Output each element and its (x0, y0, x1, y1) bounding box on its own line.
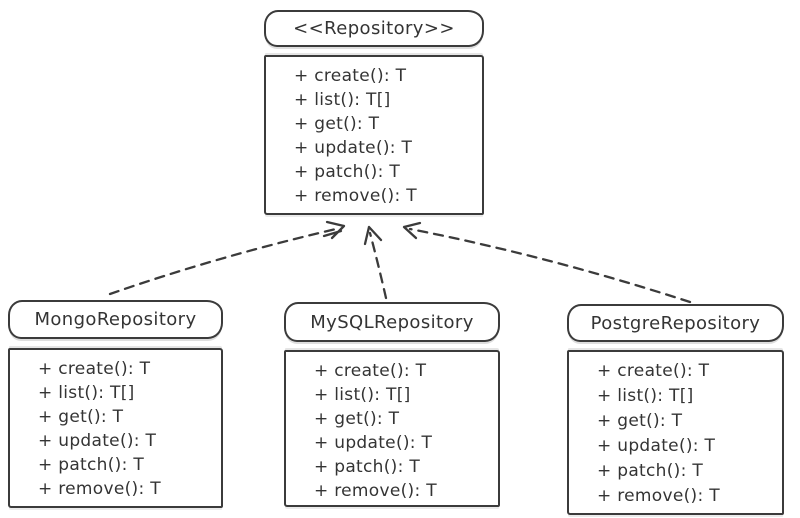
class-mysql-repository: MySQLRepository + create(): T + list(): … (284, 302, 500, 507)
class-methods: + create(): T + list(): T[] + get(): T +… (264, 55, 484, 215)
method-remove: + remove(): T (597, 486, 720, 506)
dashed-line (368, 231, 388, 300)
method-remove: + remove(): T (314, 481, 437, 501)
dashed-line (408, 227, 692, 304)
class-name: <<Repository>> (293, 18, 455, 39)
method-update: + update(): T (314, 433, 433, 453)
method-remove: + remove(): T (38, 479, 161, 499)
class-methods: + create(): T + list(): T[] + get(): T +… (8, 348, 223, 508)
class-methods: + create(): T + list(): T[] + get(): T +… (284, 350, 500, 507)
open-arrowhead-icon (402, 221, 422, 240)
method-list: + list(): T[] (314, 385, 411, 405)
method-update: + update(): T (294, 138, 413, 158)
method-create: + create(): T (294, 66, 407, 86)
class-name: MySQLRepository (310, 311, 474, 333)
method-create: + create(): T (597, 361, 710, 381)
open-arrowhead-icon (363, 225, 383, 246)
method-list: + list(): T[] (38, 383, 135, 403)
method-create: + create(): T (38, 359, 151, 379)
arrow-postgre-to-repository (402, 221, 692, 304)
method-update: + update(): T (38, 431, 157, 451)
arrow-mysql-to-repository (363, 225, 388, 300)
method-get: + get(): T (294, 114, 380, 134)
class-title: MySQLRepository (284, 302, 500, 342)
dashed-line (108, 227, 338, 296)
method-update: + update(): T (597, 436, 716, 456)
method-patch: + patch(): T (38, 455, 145, 475)
class-title: PostgreRepository (567, 304, 784, 342)
class-title: MongoRepository (8, 300, 223, 339)
method-patch: + patch(): T (314, 457, 421, 477)
class-title: <<Repository>> (264, 10, 484, 47)
open-arrowhead-icon (322, 220, 346, 240)
method-get: + get(): T (38, 407, 124, 427)
method-list: + list(): T[] (597, 386, 694, 406)
class-name: MongoRepository (34, 309, 197, 330)
class-mongo-repository: MongoRepository + create(): T + list(): … (8, 300, 223, 508)
method-remove: + remove(): T (294, 186, 417, 206)
arrow-mongo-to-repository (108, 220, 346, 296)
method-patch: + patch(): T (294, 162, 401, 182)
method-patch: + patch(): T (597, 461, 704, 481)
method-get: + get(): T (597, 411, 683, 431)
class-postgre-repository: PostgreRepository + create(): T + list()… (567, 304, 784, 515)
class-methods: + create(): T + list(): T[] + get(): T +… (567, 350, 784, 515)
class-name: PostgreRepository (590, 312, 761, 334)
method-list: + list(): T[] (294, 90, 391, 110)
method-get: + get(): T (314, 409, 400, 429)
class-repository-interface: <<Repository>> + create(): T + list(): T… (264, 10, 484, 215)
method-create: + create(): T (314, 361, 427, 381)
